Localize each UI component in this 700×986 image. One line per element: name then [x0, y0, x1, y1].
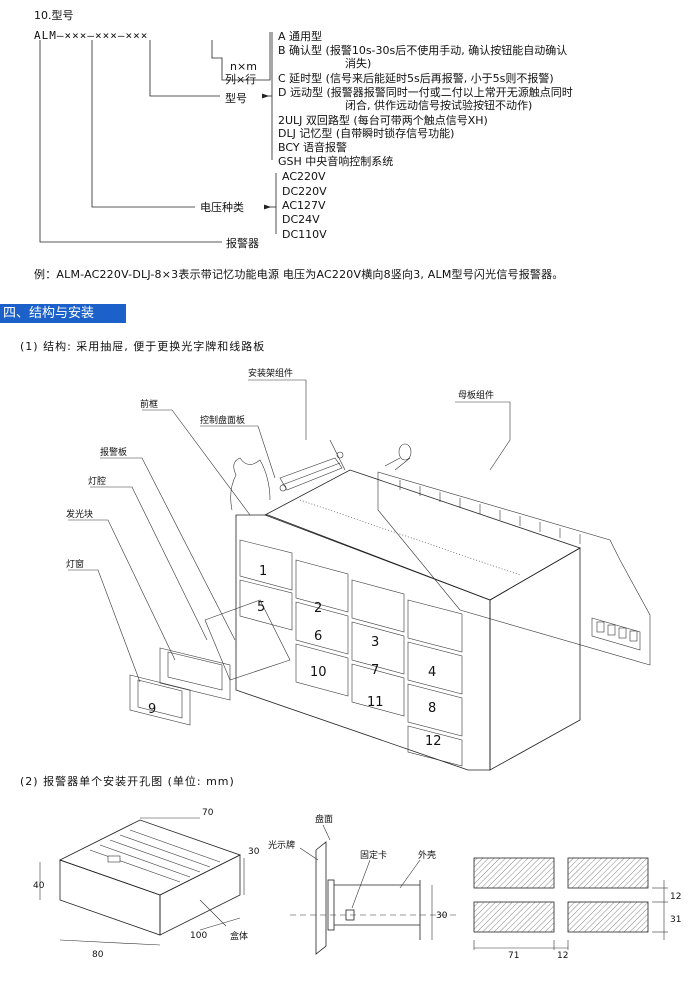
label-housing: 盒体	[230, 930, 248, 942]
structure-figure: 1 2 3 4 5 6 7 8 9 10 11 12	[66, 367, 651, 771]
type-bcy: BCY 语音报警	[278, 141, 348, 154]
window-number: 12	[425, 734, 442, 749]
side-section	[315, 841, 421, 955]
dim-12a: 12	[557, 951, 568, 961]
size-desc: 列×行	[225, 73, 257, 86]
dim-30b: 30	[436, 911, 448, 921]
window-number: 2	[314, 601, 322, 616]
size-label: n×m	[230, 60, 257, 73]
window-numbers: 1 2 3 4 5 6 7 8 9 10 11 12	[148, 564, 442, 749]
dim-30: 30	[248, 847, 260, 857]
type-2ulj: 2ULJ 双回路型 (每台可带两个触点信号XH)	[278, 114, 488, 127]
window-number: 9	[148, 702, 156, 717]
type-a: A 通用型	[278, 30, 323, 43]
type-d-cont: 闭合, 供作远动信号按试验按钮不动作)	[345, 99, 533, 112]
label-control-panel: 控制盘面板	[200, 414, 245, 426]
model-code: ALM—×××—×××—×××	[34, 29, 149, 42]
dim-100: 100	[190, 931, 207, 941]
dim-40: 40	[33, 881, 45, 891]
window-grid	[239, 539, 463, 767]
dim-71: 71	[508, 951, 519, 961]
label-light-block: 发光块	[66, 508, 93, 520]
type-gsh: GSH 中央音响控制系统	[278, 155, 394, 168]
window-number: 1	[259, 564, 267, 579]
dimension-figure: 70 30 40 80 100 盒体 盘面 光示牌 固定卡	[33, 808, 681, 961]
mount-bracket	[279, 439, 346, 492]
dim-80: 80	[92, 950, 104, 960]
voltage-label: 电压种类	[200, 201, 244, 214]
example-text: 例：ALM-AC220V-DLJ-8×3表示带记忆功能电源 电压为AC220V横…	[34, 268, 564, 281]
window-number: 5	[257, 600, 265, 615]
model-heading: 10.型号	[34, 9, 74, 22]
type-label: 型号	[225, 92, 247, 105]
window-number: 11	[367, 695, 384, 710]
window-number: 7	[371, 663, 379, 678]
label-front-frame: 前框	[140, 398, 158, 410]
label-shell: 外壳	[418, 849, 436, 861]
type-b: B 确认型 (报警10s-30s后不使用手动, 确认按钮能自动确认	[278, 44, 568, 57]
label-light-plate: 光示牌	[268, 839, 295, 851]
window-number: 4	[428, 665, 436, 680]
cutout-holes	[473, 857, 649, 933]
dimension-subheading: (2) 报警器单个安装开孔图 (单位: mm)	[20, 775, 235, 788]
label-lamp-cavity: 灯腔	[88, 475, 106, 487]
mother-board-pins	[399, 480, 581, 544]
voltage-1: AC220V	[282, 170, 326, 183]
voltage-5: DC110V	[282, 228, 327, 241]
device-label: 报警器	[226, 237, 259, 250]
type-dlj: DLJ 记忆型 (自带瞬时锁存信号功能)	[278, 127, 455, 140]
dim-31: 31	[670, 915, 681, 925]
label-panel: 盘面	[315, 813, 333, 825]
drawer-module	[129, 599, 291, 726]
window-number: 8	[428, 701, 436, 716]
dim-12b: 12	[670, 892, 681, 902]
voltage-2: DC220V	[282, 185, 327, 198]
type-b-cont: 消失)	[345, 57, 372, 70]
label-mount: 安装架组件	[248, 367, 293, 379]
model-code-leaders	[39, 32, 277, 243]
label-clip: 固定卡	[360, 849, 387, 861]
housing-box	[58, 819, 242, 936]
section-heading: 四、结构与安装	[0, 304, 126, 323]
window-number: 10	[310, 665, 327, 680]
type-c: C 延时型 (信号来后能延时5s后再报警, 小于5s则不报警)	[278, 72, 554, 85]
voltage-3: AC127V	[282, 199, 326, 212]
housing-vents	[89, 829, 221, 883]
window-number: 3	[371, 635, 379, 650]
structure-leaders	[68, 379, 511, 683]
label-lamp-window: 灯窗	[66, 558, 84, 570]
structure-subheading: (1) 结构: 采用抽屉, 便于更换光字牌和线路板	[20, 340, 266, 353]
label-mother-board: 母板组件	[458, 389, 494, 401]
label-alarm-board: 报警板	[100, 446, 127, 458]
window-number: 6	[314, 629, 322, 644]
voltage-4: DC24V	[282, 213, 320, 226]
knob	[384, 443, 412, 471]
dim-70: 70	[202, 808, 214, 818]
type-d: D 远动型 (报警器报警同时一付或二付以上常开无源触点同时	[278, 86, 573, 99]
connector-block	[591, 617, 641, 651]
